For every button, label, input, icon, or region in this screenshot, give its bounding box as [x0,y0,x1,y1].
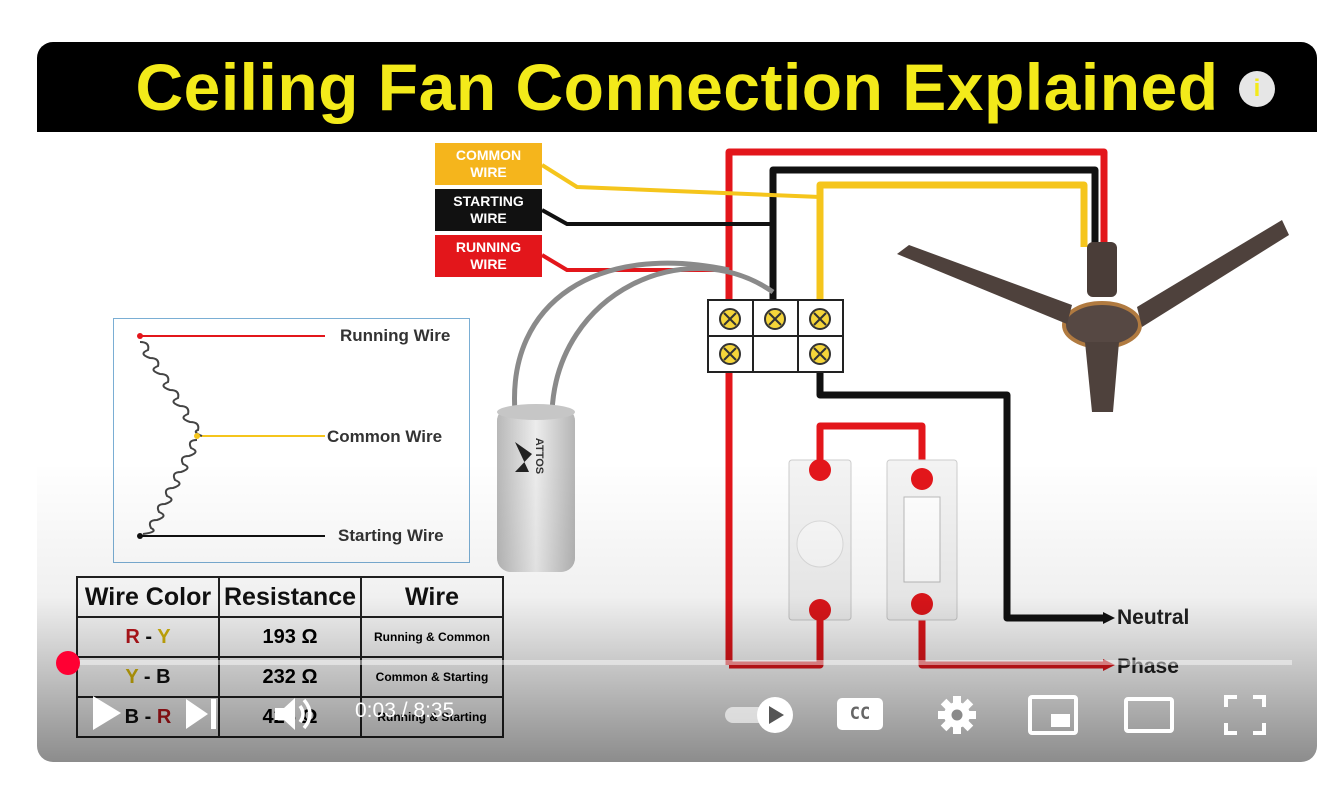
video-title-text: Ceiling Fan Connection Explained [135,50,1219,124]
time-display: 0:03 / 8:35 [355,699,454,723]
tag-line1: RUNNING [455,239,522,255]
time-separator: / [395,699,414,722]
starting-wire-tag: STARTING WIRE [435,189,542,231]
capacitor-brand: ATTOS [533,437,546,475]
progress-bar[interactable] [60,660,1292,665]
neutral-label: Neutral [1117,606,1190,629]
running-wire-tag: RUNNING WIRE [435,235,542,277]
title-banner: Ceiling Fan Connection Explained [37,42,1317,132]
table-row: R - Y 193 Ω Running & Common [76,616,504,658]
resistance-cell: 232 Ω [218,656,362,698]
captions-icon[interactable]: CC [837,698,883,730]
volume-icon[interactable] [273,695,317,733]
ceiling-fan-image [897,220,1289,412]
video-player[interactable]: Ceiling Fan Connection Explained i COMMO… [37,42,1317,762]
wiring-diagram [137,148,1289,671]
tag-line1: STARTING [453,193,524,209]
header-resistance: Resistance [218,576,362,618]
wire-pair-cell: Common & Starting [360,656,504,698]
next-icon[interactable] [184,697,218,731]
phase-label: Phase [1117,655,1179,678]
header-wire: Wire [360,576,504,618]
tag-line2: WIRE [470,256,507,272]
motor-winding-diagram [137,333,325,539]
wire-color-cell: Y - B [76,656,220,698]
wire-color-cell: R - Y [76,616,220,658]
common-wire-label: Common Wire [327,427,443,446]
starting-wire-label: Starting Wire [338,526,444,545]
yellow-fan-wire [816,181,1088,307]
running-wire-label: Running Wire [340,326,451,345]
red-supply-wire [725,148,1108,665]
phase-wire [729,615,824,669]
tag-line2: WIRE [470,164,507,180]
fan-regulator [788,459,852,621]
header-wire-color: Wire Color [76,576,220,618]
wall-switch [886,459,958,621]
wire-pair-cell: Running & Starting [360,696,504,738]
autoplay-toggle-icon[interactable] [723,695,795,735]
winding-legend [113,318,470,563]
capacitor-image [497,404,575,572]
black-fan-wire [769,166,1099,307]
tag-line1: COMMON [455,147,522,163]
miniplayer-icon[interactable] [1027,694,1079,736]
table-header-row: Wire Color Resistance Wire [76,576,504,618]
fullscreen-icon[interactable] [1223,694,1267,736]
play-icon[interactable] [91,694,123,732]
resistance-cell: 193 Ω [218,616,362,658]
common-wire-tag: COMMON WIRE [435,143,542,185]
duration: 8:35 [413,699,455,722]
table-row: Y - B 232 Ω Common & Starting [76,656,504,698]
tag-line2: WIRE [470,210,507,226]
info-icon[interactable]: i [1239,71,1275,107]
current-time: 0:03 [355,699,396,722]
neutral-wire [816,372,1103,622]
settings-gear-icon[interactable] [936,694,978,736]
scrubber-handle[interactable] [56,651,80,675]
wire-pair-cell: Running & Common [360,616,504,658]
theater-icon[interactable] [1123,696,1175,734]
terminal-block [707,299,844,373]
